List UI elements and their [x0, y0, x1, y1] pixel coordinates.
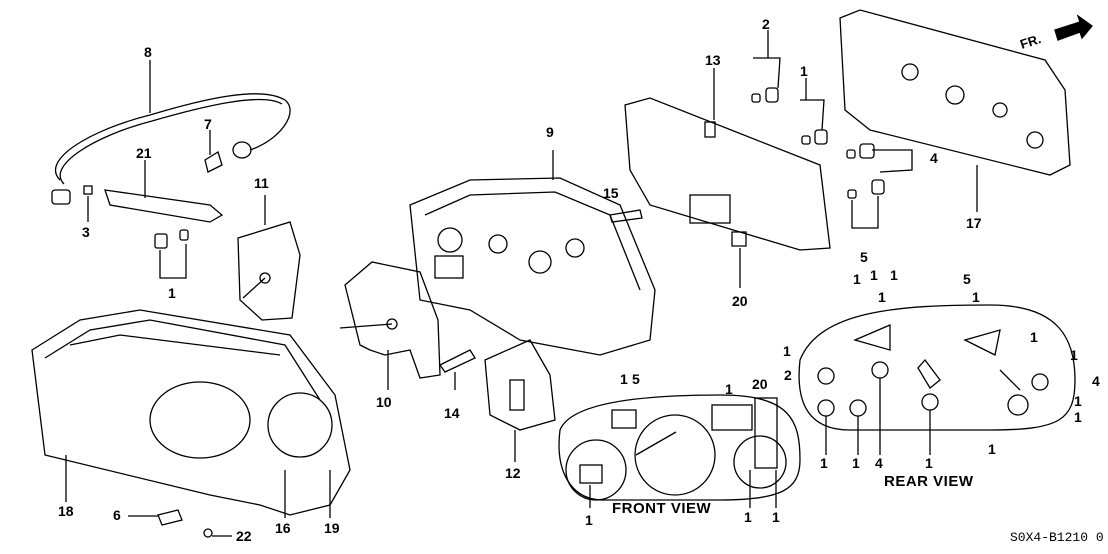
rear-view-number-1k: 1: [820, 455, 828, 471]
rear-view-number-1d: 1: [890, 267, 898, 283]
part-number-4: 4: [930, 150, 938, 166]
meter-housing-part: [409, 150, 656, 356]
rear-view-number-1j: 1: [1074, 409, 1082, 425]
rear-view-number-1h: 1: [783, 343, 791, 359]
part-number-15: 15: [603, 185, 619, 201]
part-number-2: 2: [762, 16, 770, 32]
rear-view-outline: [798, 304, 1076, 455]
rear-view-number-1i: 1: [1074, 393, 1082, 409]
part-number-16: 16: [275, 520, 291, 536]
connector-pins: [609, 209, 747, 288]
rear-view-title: REAR VIEW: [884, 473, 974, 490]
front-view-number-1e: 1: [772, 509, 780, 525]
dial-plate-part: [237, 195, 301, 321]
rear-view-number-2: 2: [784, 367, 792, 383]
rear-view-number-4a: 4: [1092, 373, 1100, 389]
bracket-part: [104, 130, 224, 223]
rear-view-number-1f: 1: [1030, 329, 1038, 345]
part-number-7: 7: [204, 116, 212, 132]
front-view-outline: [558, 394, 801, 508]
wire-harness-part: [51, 60, 291, 222]
part-number-14: 14: [444, 405, 460, 421]
part-number-22: 22: [236, 528, 252, 544]
front-view-title: FRONT VIEW: [612, 500, 712, 517]
part-number-19: 19: [324, 520, 340, 536]
part-number-18: 18: [58, 503, 74, 519]
rear-view-number-1g: 1: [1070, 347, 1078, 363]
part-number-17: 17: [966, 215, 982, 231]
part-number-9: 9: [546, 124, 554, 140]
front-view-number-5: 5: [632, 371, 640, 387]
part-number-13: 13: [705, 52, 721, 68]
front-view-number-1a: 1: [620, 371, 628, 387]
front-view-number-20: 20: [752, 376, 768, 392]
bulb-sockets-left: [154, 229, 189, 279]
rear-view-number-1a: 1: [853, 271, 861, 287]
part-number-11: 11: [254, 175, 269, 191]
small-fasteners: [128, 509, 232, 538]
front-view-number-1d: 1: [744, 509, 752, 525]
rear-view-number-1n: 1: [988, 441, 996, 457]
rear-view-number-1m: 1: [925, 455, 933, 471]
part-number-20: 20: [732, 293, 748, 309]
part-number-3: 3: [82, 224, 90, 240]
meter-lens-stack: [31, 309, 351, 518]
part-number-1-top: 1: [800, 63, 808, 79]
part-number-12: 12: [505, 465, 521, 481]
speedometer-dial-part: [339, 261, 441, 390]
part-number-6: 6: [113, 507, 121, 523]
part-number-21: 21: [136, 145, 152, 161]
part-number-10: 10: [376, 394, 392, 410]
bulb-sockets-top: [751, 30, 913, 229]
rear-view-number-1e: 1: [972, 289, 980, 305]
part-number-5: 5: [860, 249, 868, 265]
rear-view-number-1c: 1: [878, 289, 886, 305]
front-view-number-1c: 1: [585, 512, 593, 528]
rear-case-part: [839, 9, 1071, 212]
rear-view-number-1l: 1: [852, 455, 860, 471]
front-view-number-1b: 1: [725, 381, 733, 397]
rear-view-number-4b: 4: [875, 455, 883, 471]
gauge-and-sensor: [439, 339, 556, 462]
front-direction-arrow: [1054, 14, 1093, 41]
rear-view-number-5: 5: [963, 271, 971, 287]
part-number-8: 8: [144, 44, 152, 60]
circuit-board-part: [624, 68, 831, 251]
rear-view-number-1b: 1: [870, 267, 878, 283]
diagram-code: S0X4-B1210 0: [1010, 530, 1104, 545]
part-number-1-left: 1: [168, 285, 176, 301]
